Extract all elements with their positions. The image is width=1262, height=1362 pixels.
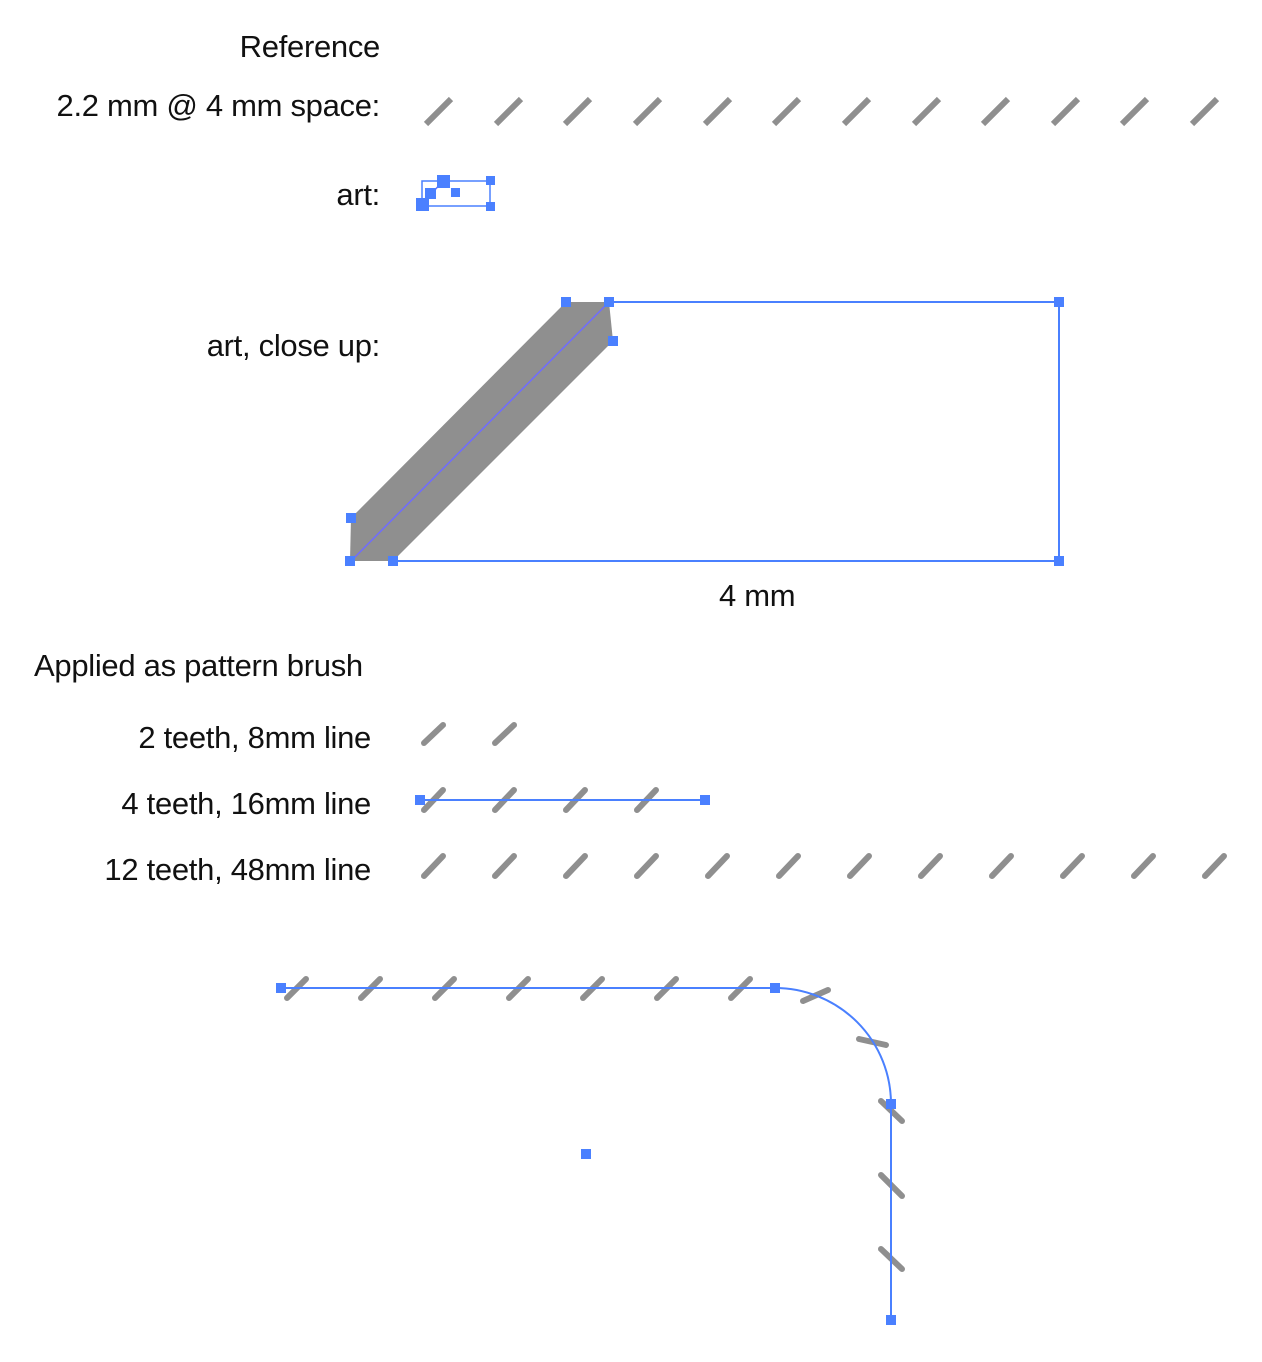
art-closeup[interactable] bbox=[345, 297, 1064, 566]
reference-teeth-row bbox=[423, 96, 1220, 127]
brush-tooth bbox=[989, 853, 1014, 879]
reference-heading: Reference bbox=[239, 29, 381, 64]
anchor-point[interactable] bbox=[486, 202, 495, 211]
brush-tooth bbox=[634, 853, 659, 879]
reference-tooth bbox=[423, 96, 454, 127]
anchor-point[interactable] bbox=[770, 983, 780, 993]
dimension-label: 4 mm bbox=[719, 578, 796, 613]
reference-tooth bbox=[1119, 96, 1150, 127]
reference-spacing-label: 2.2 mm @ 4 mm space: bbox=[56, 88, 381, 123]
brush-tooth bbox=[1060, 853, 1085, 879]
tile-bounds bbox=[393, 301, 1060, 562]
anchor-point[interactable] bbox=[451, 188, 460, 197]
anchor-point[interactable] bbox=[608, 336, 618, 346]
center-point[interactable] bbox=[581, 1149, 591, 1159]
brush-row-4-teeth[interactable] bbox=[415, 787, 710, 813]
brush-tooth bbox=[1202, 853, 1227, 879]
art-label: art: bbox=[336, 177, 380, 212]
reference-tooth bbox=[980, 96, 1011, 127]
anchor-point[interactable] bbox=[346, 513, 356, 523]
art-thumbnail[interactable] bbox=[416, 175, 495, 211]
anchor-point[interactable] bbox=[416, 198, 429, 211]
anchor-point[interactable] bbox=[486, 176, 495, 185]
reference-tooth bbox=[702, 96, 733, 127]
anchor-point[interactable] bbox=[415, 795, 425, 805]
brush-tooth bbox=[1131, 853, 1156, 879]
tooth-centerline bbox=[350, 301, 610, 562]
brush-tooth bbox=[847, 853, 872, 879]
reference-tooth bbox=[493, 96, 524, 127]
anchor-point[interactable] bbox=[276, 983, 286, 993]
brush-path bbox=[281, 987, 892, 1320]
anchor-point[interactable] bbox=[886, 1315, 896, 1325]
reference-tooth bbox=[841, 96, 872, 127]
pattern-brush-heading: Applied as pattern brush bbox=[34, 648, 363, 683]
art-thumbnail-bounds bbox=[421, 180, 491, 207]
art-closeup-label: art, close up: bbox=[206, 328, 381, 363]
anchor-point[interactable] bbox=[886, 1099, 896, 1109]
anchor-point[interactable] bbox=[388, 556, 398, 566]
brush-tooth bbox=[492, 853, 517, 879]
reference-tooth bbox=[1050, 96, 1081, 127]
brush-tooth bbox=[776, 853, 801, 879]
anchor-point[interactable] bbox=[437, 175, 450, 188]
brush-tooth bbox=[705, 853, 730, 879]
anchor-point[interactable] bbox=[1054, 556, 1064, 566]
brush-tooth bbox=[563, 853, 588, 879]
reference-tooth bbox=[911, 96, 942, 127]
anchor-point[interactable] bbox=[604, 297, 614, 307]
anchor-point[interactable] bbox=[425, 188, 436, 199]
curved-brush-path[interactable] bbox=[276, 976, 905, 1325]
brush-tooth bbox=[492, 722, 517, 746]
brush-row-label-4-teeth: 4 teeth, 16mm line bbox=[121, 786, 371, 821]
anchor-point[interactable] bbox=[700, 795, 710, 805]
anchor-point[interactable] bbox=[1054, 297, 1064, 307]
brush-row-label-2-teeth: 2 teeth, 8mm line bbox=[138, 720, 371, 755]
brush-tooth bbox=[918, 853, 943, 879]
reference-tooth bbox=[771, 96, 802, 127]
brush-tooth bbox=[421, 853, 446, 879]
brush-tooth bbox=[421, 722, 446, 746]
anchor-point[interactable] bbox=[345, 556, 355, 566]
reference-tooth bbox=[632, 96, 663, 127]
brush-row-12-teeth[interactable] bbox=[421, 853, 1227, 879]
reference-tooth bbox=[562, 96, 593, 127]
brush-row-label-12-teeth: 12 teeth, 48mm line bbox=[104, 852, 371, 887]
brush-row-2-teeth[interactable] bbox=[421, 722, 517, 746]
reference-tooth bbox=[1189, 96, 1220, 127]
anchor-point[interactable] bbox=[561, 297, 571, 307]
